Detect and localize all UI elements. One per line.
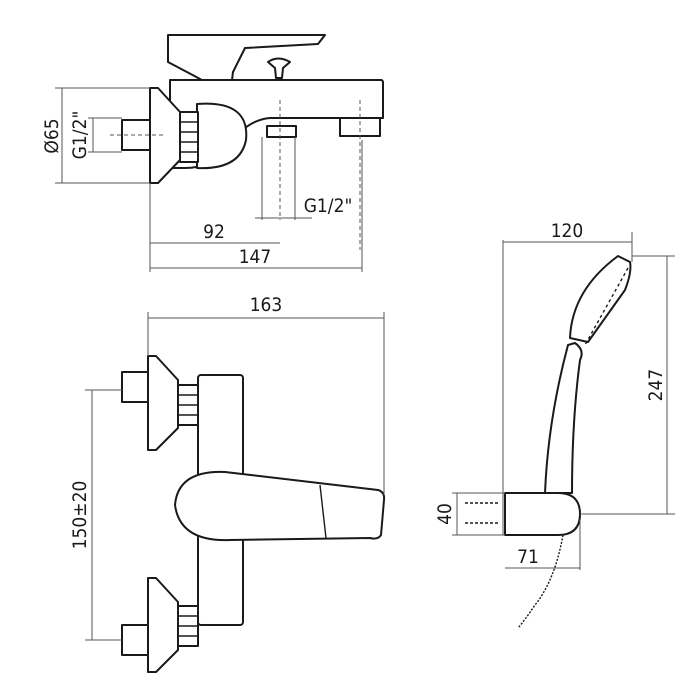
inlet-nut [179,111,199,163]
lower-outlet [266,125,297,138]
lever-front [174,470,386,542]
top-view-dimensions: Ø65 G1/2" G1/2" 92 147 [41,87,363,272]
hand-shower [465,255,632,629]
shower-handle [544,342,583,494]
head-width-label: 120 [551,220,584,242]
lower-flange [147,577,179,673]
lever-handle [167,34,326,81]
height-label: 247 [645,369,667,402]
shroud [196,102,248,170]
front-view-mixer [121,355,386,673]
spout-outlet [339,117,381,137]
total-depth-label: 147 [239,246,272,268]
width-label: 163 [250,294,283,316]
shower-head [569,255,632,343]
lower-inlet-pipe [121,624,149,656]
outlet-offset-label: 92 [203,221,225,243]
upper-flange [147,355,179,451]
diameter-label: Ø65 [41,118,63,153]
front-view-dimensions: 163 150±20 [69,294,385,641]
upper-inlet-pipe [121,371,149,403]
outlet-thread-label: G1/2" [304,195,353,217]
inlet-spacing-label: 150±20 [69,481,91,550]
holder-depth-label: 71 [517,546,539,568]
shower-holder [504,492,581,536]
top-view-mixer [110,34,384,250]
holder-height-label: 40 [434,503,456,525]
diverter-knob [267,57,291,79]
inlet-thread-label: G1/2" [69,111,91,160]
shower-dimensions: 120 247 40 71 [434,220,675,570]
